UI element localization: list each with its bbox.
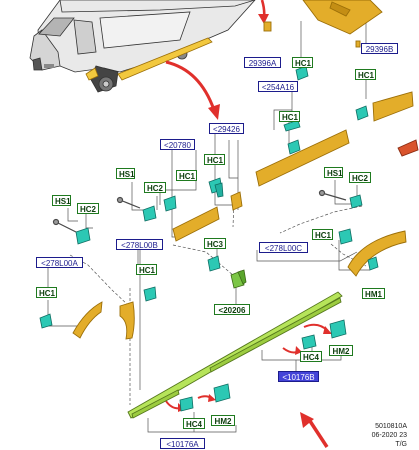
drawing-number: 5010810A <box>375 423 407 430</box>
clip-label-hc2-right[interactable]: HC2 <box>349 172 371 183</box>
screw-pins <box>52 189 347 233</box>
clip-label-hc1-29426[interactable]: HC1 <box>204 154 225 165</box>
clip-label-hc4-bottom[interactable]: HC4 <box>183 418 205 429</box>
front-wheel-arch-left <box>72 301 103 339</box>
part-label-10176b[interactable]: <10176B <box>278 371 319 382</box>
part-label-20780[interactable]: <20780 <box>160 139 195 150</box>
trim-parts <box>72 0 419 340</box>
clip-label-hc3[interactable]: HC3 <box>204 238 226 249</box>
drawing-ref: T/G <box>395 441 407 448</box>
clip-label-hs1-left[interactable]: HS1 <box>52 195 71 206</box>
door-moulding <box>255 129 350 187</box>
clip-label-hs1-mid[interactable]: HS1 <box>116 168 135 179</box>
clip-label-hm1[interactable]: HM1 <box>362 288 385 299</box>
part-label-29396b[interactable]: 29396B <box>361 43 398 54</box>
front-bumper-trim <box>302 0 383 35</box>
van-illustration <box>29 0 256 93</box>
clip-label-hc1-top[interactable]: HC1 <box>292 57 313 68</box>
clip-label-hc2-left[interactable]: HC2 <box>77 203 99 214</box>
clip-label-hc1-right[interactable]: HC1 <box>355 69 376 80</box>
rear-wheel-arch <box>347 230 407 277</box>
part-label-254a16[interactable]: <254A16 <box>258 81 298 92</box>
clip-label-hc4-right[interactable]: HC4 <box>300 351 322 362</box>
part-label-20206[interactable]: <20206 <box>214 304 250 315</box>
part-label-278l00a[interactable]: <278L00A <box>36 257 83 268</box>
clip-label-hc1-278l00a[interactable]: HC1 <box>36 287 57 298</box>
door-sills <box>127 291 343 419</box>
part-label-10176a[interactable]: <10176A <box>160 438 205 449</box>
door-trim-insert <box>230 191 243 211</box>
clip-label-hm2-right[interactable]: HM2 <box>329 345 353 356</box>
red-arrows <box>165 0 332 448</box>
part-label-29396a[interactable]: 29396A <box>244 57 281 68</box>
clip-label-hc1-254a16[interactable]: HC1 <box>279 111 300 122</box>
clip-label-hc1-mid[interactable]: HC1 <box>176 170 197 181</box>
front-wheel-arch-right <box>119 301 135 340</box>
part-label-29426[interactable]: <29426 <box>209 123 244 134</box>
front-door-moulding <box>172 206 220 242</box>
retaining-clips <box>39 65 379 412</box>
trim-clip-tiny <box>355 40 361 48</box>
part-label-278l00c[interactable]: <278L00C <box>259 242 308 253</box>
rear-trim-corner <box>397 139 419 157</box>
part-label-278l00b[interactable]: <278L00B <box>116 239 163 250</box>
clip-label-hc1-278l00b[interactable]: HC1 <box>136 264 157 275</box>
fastener-parts <box>230 269 247 289</box>
trim-clip-small <box>263 21 272 32</box>
clip-label-hc2-mid[interactable]: HC2 <box>144 182 166 193</box>
clip-label-hm2-bottom[interactable]: HM2 <box>211 415 235 426</box>
drawing-date: 06-2020 23 <box>371 432 407 439</box>
clip-label-hs1-right[interactable]: HS1 <box>324 167 343 178</box>
wheel-arch-moulding <box>372 91 414 122</box>
clip-label-hc1-278l00c[interactable]: HC1 <box>312 229 333 240</box>
